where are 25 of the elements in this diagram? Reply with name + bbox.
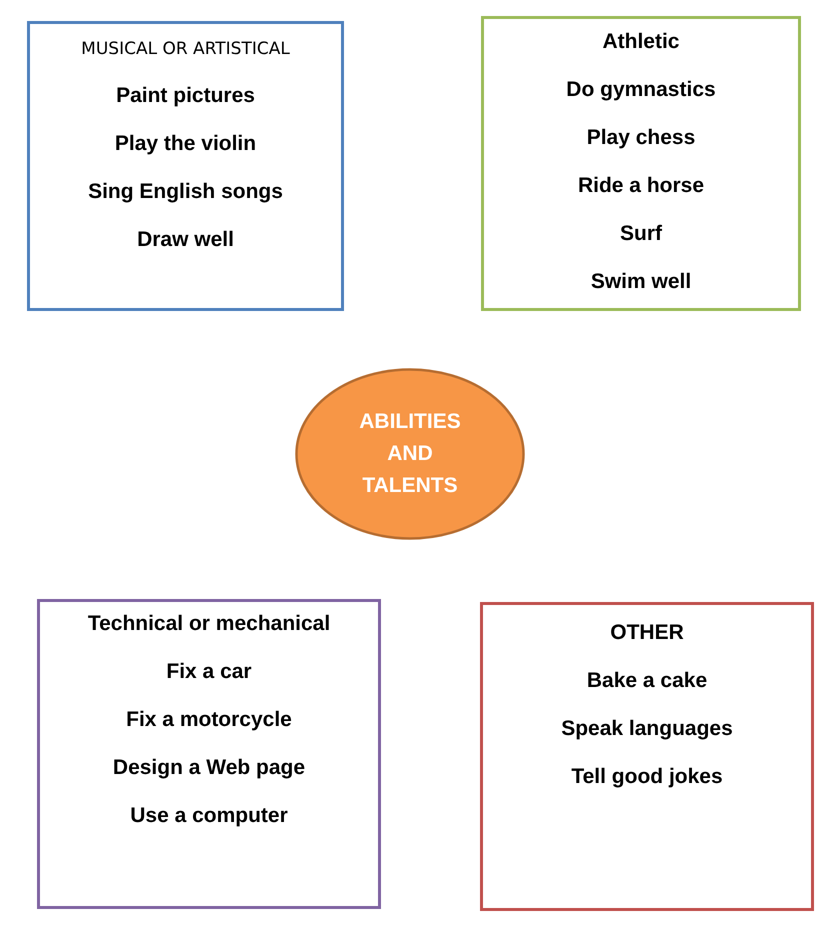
- list-item: Bake a cake: [586, 668, 708, 694]
- list-item: Sing English songs: [88, 179, 283, 205]
- list-item: Fix a car: [166, 659, 252, 685]
- category-box: [480, 602, 814, 911]
- topic-ellipse: ABILITIES AND TALENTS: [295, 368, 525, 540]
- list-item: Fix a motorcycle: [126, 707, 292, 733]
- category-heading: Athletic: [602, 29, 680, 55]
- category-box: [481, 16, 801, 311]
- list-item: Play the violin: [114, 131, 256, 157]
- list-item: Design a Web page: [112, 755, 306, 781]
- list-item: Play chess: [586, 125, 696, 151]
- category-heading: Technical or mechanical: [88, 611, 330, 637]
- list-item: Draw well: [137, 227, 234, 253]
- category-heading: MUSICAL OR ARTISTICAL: [81, 38, 290, 61]
- list-item: Ride a horse: [578, 173, 704, 199]
- category-box: [27, 21, 344, 311]
- list-item: Swim well: [590, 269, 692, 295]
- list-item: Use a computer: [130, 803, 288, 829]
- list-item: Paint pictures: [116, 83, 255, 109]
- category-box: [37, 599, 381, 909]
- list-item: Surf: [620, 221, 662, 247]
- list-item: Tell good jokes: [571, 764, 723, 790]
- list-item: Do gymnastics: [566, 77, 716, 103]
- category-heading: OTHER: [610, 620, 684, 646]
- list-item: Speak languages: [561, 716, 733, 742]
